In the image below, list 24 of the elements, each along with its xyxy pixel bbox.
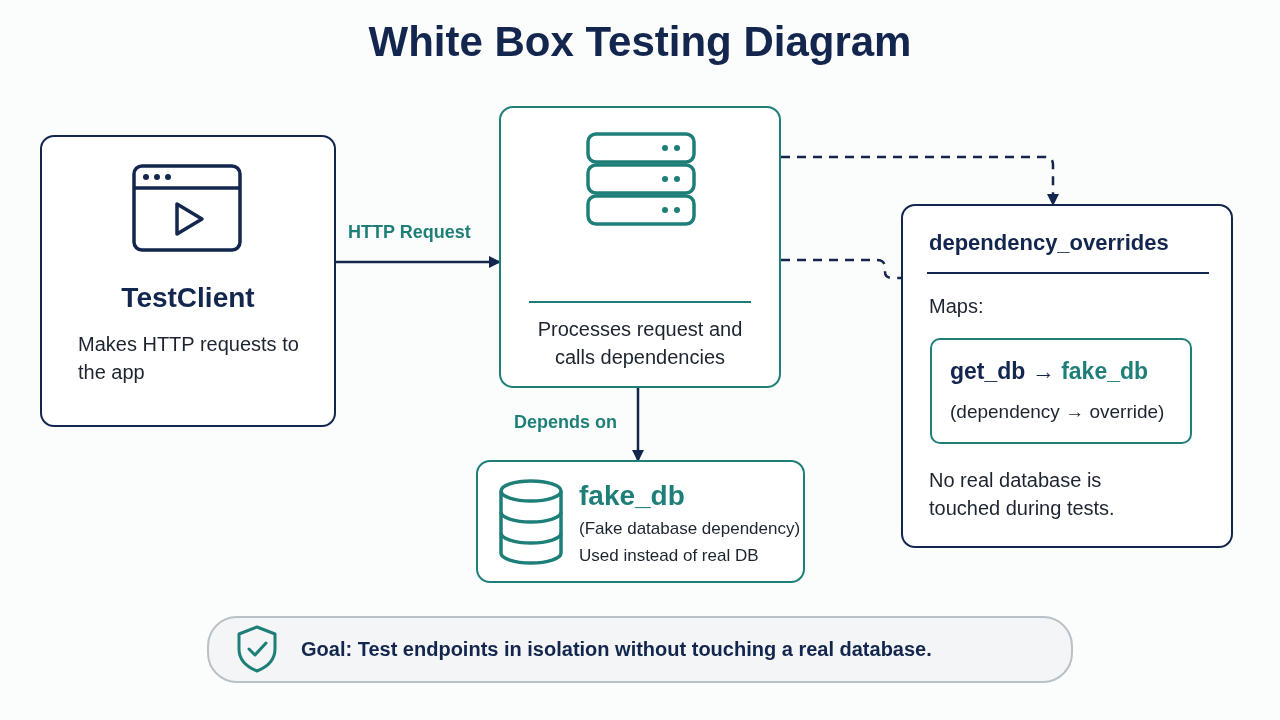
edge-label: HTTP Request: [346, 222, 473, 243]
node-heading: TestClient: [120, 282, 256, 314]
node-description: Processes request and calls dependencies: [536, 317, 744, 370]
goal-text: Goal: Test endpoints in isolation without touching a real database.: [301, 638, 932, 661]
node-description: Makes HTTP requests to the app: [78, 332, 300, 385]
mapping-note: (dependency → override): [950, 400, 1165, 424]
diagram-title: White Box Testing Diagram: [367, 18, 913, 66]
arrow: [336, 256, 501, 268]
node-text: Maps:: [929, 294, 984, 319]
node-card: [476, 460, 805, 583]
edge-label: Depends on: [512, 412, 619, 433]
node-text: (Fake database dependency): [579, 518, 801, 540]
node-card: [901, 204, 1233, 548]
node-heading: fake_db: [579, 480, 685, 512]
node-note: No real database is touched during tests.: [929, 468, 1116, 521]
node-heading: dependency_overrides: [929, 230, 1169, 256]
goal-banner: [207, 616, 1073, 683]
arrow: [632, 388, 644, 462]
mapping-text: get_db → fake_db: [950, 358, 1149, 385]
node-text: Used instead of real DB: [579, 545, 759, 567]
arrow: [781, 155, 1059, 206]
node-card: [40, 135, 336, 427]
node-card: [499, 106, 781, 388]
node-card: [930, 338, 1192, 444]
